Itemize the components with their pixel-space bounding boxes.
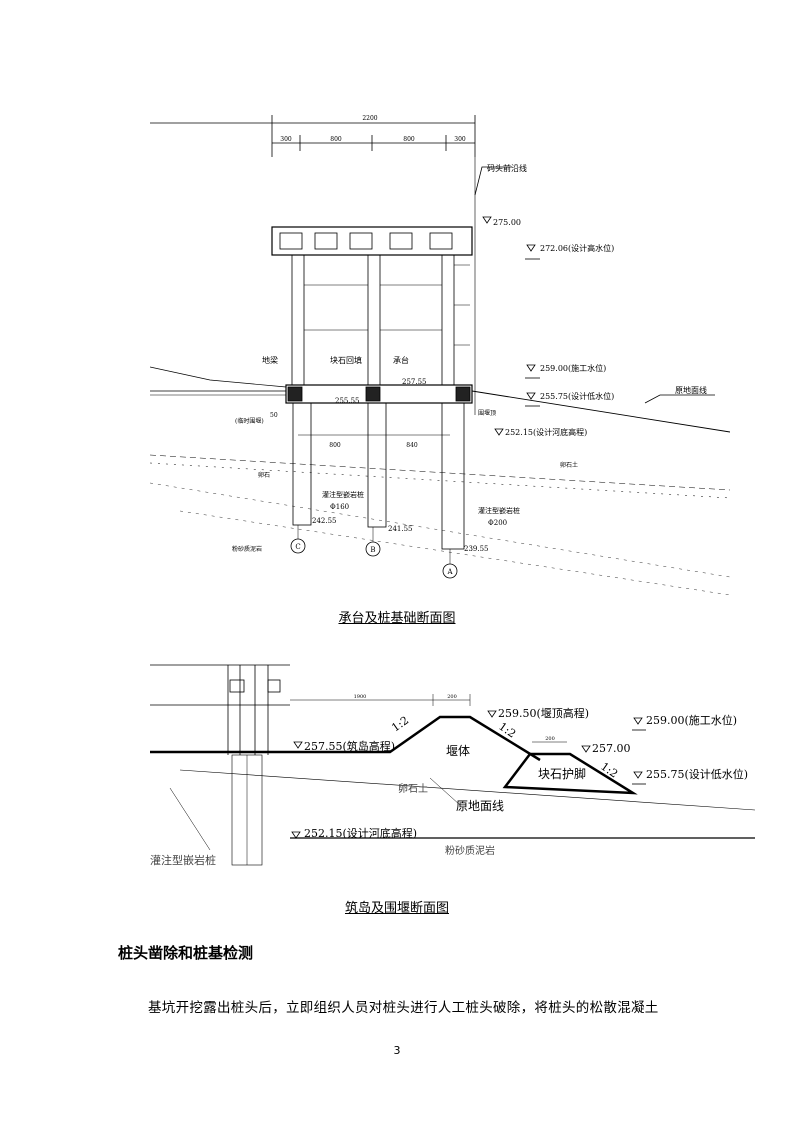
fig2-pebble-soil: 卵石土 <box>398 782 428 795</box>
section-heading: 桩头凿除和桩基检测 <box>118 944 254 962</box>
dim-small: 50 <box>270 412 278 419</box>
fig2-el-crest: 259.50(堰顶高程) <box>498 706 589 720</box>
label-silt: 粉砂质泥岩 <box>232 545 262 553</box>
fig2-silt: 粉砂质泥岩 <box>445 844 495 857</box>
page-number: 3 <box>393 1044 401 1057</box>
fig2-slope-3: 1:2 <box>598 760 620 781</box>
label-wharf-line: 码头前沿线 <box>487 163 527 173</box>
fig2-el-low: 255.75(设计低水位) <box>646 767 748 781</box>
dim-low2: 840 <box>406 442 418 449</box>
axis-b: B <box>370 546 375 554</box>
label-ground-line: 原地面线 <box>675 385 707 395</box>
fig2-rock-toe: 块石护脚 <box>538 766 586 781</box>
fig2-el-island: 257.55(筑岛高程) <box>304 739 395 753</box>
fig2-el-bed: 252.15(设计河底高程) <box>304 826 417 840</box>
label-el-high: 272.06(设计高水位) <box>540 243 614 253</box>
label-pebble: 卵石 <box>258 471 270 479</box>
dim-total: 2200 <box>362 115 377 122</box>
fig2-el-toe: 257.00 <box>592 742 631 755</box>
axis-a: A <box>446 568 453 576</box>
label-el-work: 259.00(施工水位) <box>540 363 606 373</box>
figure2-caption: 筑岛及围堰断面图 <box>344 901 449 916</box>
pile-foundation-section-drawing: 2200 300 800 800 300 800 840 50 码头前沿线 27… <box>150 115 730 595</box>
label-pebble-2: 卵石土 <box>560 461 578 469</box>
label-el-bed: 252.15(设计河底高程) <box>505 427 587 437</box>
label-el-low: 255.75(设计低水位) <box>540 391 614 401</box>
fig2-ground-line: 原地面线 <box>456 799 504 813</box>
label-pile-d1: Φ160 <box>330 503 349 511</box>
fig2-slope-1: 1:2 <box>389 714 411 735</box>
label-pile-2: 灌注型嵌岩桩 <box>478 506 520 515</box>
figure1-caption: 承台及桩基础断面图 <box>338 611 456 626</box>
label-rock-fill: 块石回填 <box>330 355 362 365</box>
label-el-cap: 257.55 <box>402 378 427 386</box>
label-el-fill: 255.55 <box>335 397 360 405</box>
label-pile-d2: Φ200 <box>488 519 507 527</box>
cofferdam-section-drawing: 1900 200 200 1:2 1:2 1:2 259.50(堰顶高程) 25… <box>150 664 755 867</box>
fig2-weir-body: 堰体 <box>446 744 470 758</box>
fig2-dim-1: 1900 <box>354 694 367 700</box>
fig2-dim-3: 200 <box>545 736 555 742</box>
label-el-c: 242.55 <box>312 517 337 525</box>
fig2-pile: 灌注型嵌岩桩 <box>150 853 216 867</box>
label-temp-cofferdam: (临时围堰) <box>235 417 264 425</box>
fig2-dim-2: 200 <box>447 694 457 700</box>
axis-c: C <box>295 543 300 551</box>
fig2-el-work: 259.00(施工水位) <box>646 713 737 727</box>
fig2-slope-2: 1:2 <box>496 720 518 741</box>
label-cofferdam-top: 围堰顶 <box>478 409 496 417</box>
label-el-top: 275.00 <box>493 218 521 227</box>
dim-low1: 800 <box>329 442 341 449</box>
dim-seg4: 300 <box>454 136 466 143</box>
dim-seg2: 800 <box>330 136 342 143</box>
label-el-b: 241.55 <box>388 525 413 533</box>
dim-seg1: 300 <box>280 136 292 143</box>
label-el-a: 239.55 <box>464 545 489 553</box>
label-pile-1: 灌注型嵌岩桩 <box>322 490 364 499</box>
label-ground-beam: 地梁 <box>262 355 278 365</box>
dim-seg3: 800 <box>403 136 415 143</box>
label-cap: 承台 <box>393 355 409 365</box>
section-paragraph: 基坑开挖露出桩头后，立即组织人员对桩头进行人工桩头破除，将桩头的松散混凝土 <box>148 1000 659 1016</box>
